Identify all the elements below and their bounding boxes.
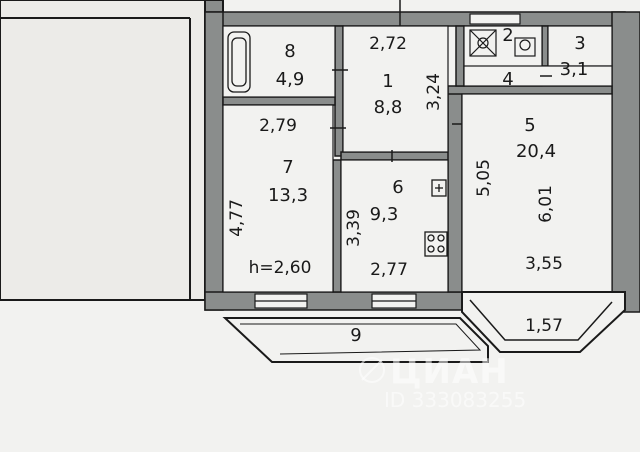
windows bbox=[254, 13, 521, 309]
watermark-id: ID 333083255 bbox=[384, 388, 527, 412]
dim-277: 2,77 bbox=[370, 260, 408, 280]
room-3-storage bbox=[547, 25, 613, 67]
room-1-corridor bbox=[342, 25, 449, 153]
dim-324: 3,24 bbox=[424, 73, 444, 111]
dim-272: 2,72 bbox=[369, 34, 407, 54]
room-3-area: 3,1 bbox=[559, 59, 589, 80]
room-1-area: 8,8 bbox=[373, 97, 403, 118]
neighbour-block bbox=[0, 0, 224, 301]
stove bbox=[424, 231, 448, 257]
room-2-number: 2 bbox=[502, 25, 514, 46]
room-7-number: 7 bbox=[282, 157, 294, 178]
room-8-number: 8 bbox=[284, 41, 296, 62]
ceiling-height: h=2,60 bbox=[248, 258, 312, 278]
wc-fixtures bbox=[469, 29, 536, 57]
room-6-kitchen bbox=[340, 159, 449, 293]
dim-339: 3,39 bbox=[344, 209, 364, 247]
room-4-number: 4 bbox=[502, 69, 514, 90]
dim-279: 2,79 bbox=[259, 116, 297, 136]
dim-477: 4,77 bbox=[227, 199, 247, 237]
room-7-bedroom bbox=[222, 104, 334, 293]
bathtub bbox=[227, 31, 251, 93]
room-3-number: 3 bbox=[574, 33, 586, 54]
room-5-living bbox=[461, 93, 613, 293]
room-6-number: 6 bbox=[392, 177, 404, 198]
room-5-number: 5 bbox=[524, 115, 536, 136]
watermark-brand: ЦИАН bbox=[390, 352, 509, 392]
dim-157: 1,57 bbox=[525, 316, 563, 336]
kitchen-sink bbox=[431, 179, 447, 197]
room-5-area: 20,4 bbox=[515, 141, 557, 162]
room-9-number: 9 bbox=[350, 325, 362, 346]
room-interiors bbox=[222, 25, 613, 293]
room-4-hall bbox=[463, 65, 613, 87]
door-marks bbox=[330, 0, 552, 162]
watermark-logo bbox=[359, 357, 385, 383]
room-7-area: 13,3 bbox=[267, 185, 309, 206]
room-8-area: 4,9 bbox=[275, 69, 305, 90]
dim-355: 3,55 bbox=[525, 254, 563, 274]
dim-601: 6,01 bbox=[536, 185, 556, 223]
room-1-number: 1 bbox=[382, 71, 394, 92]
dim-505: 5,05 bbox=[474, 159, 494, 197]
room-6-area: 9,3 bbox=[369, 204, 399, 225]
